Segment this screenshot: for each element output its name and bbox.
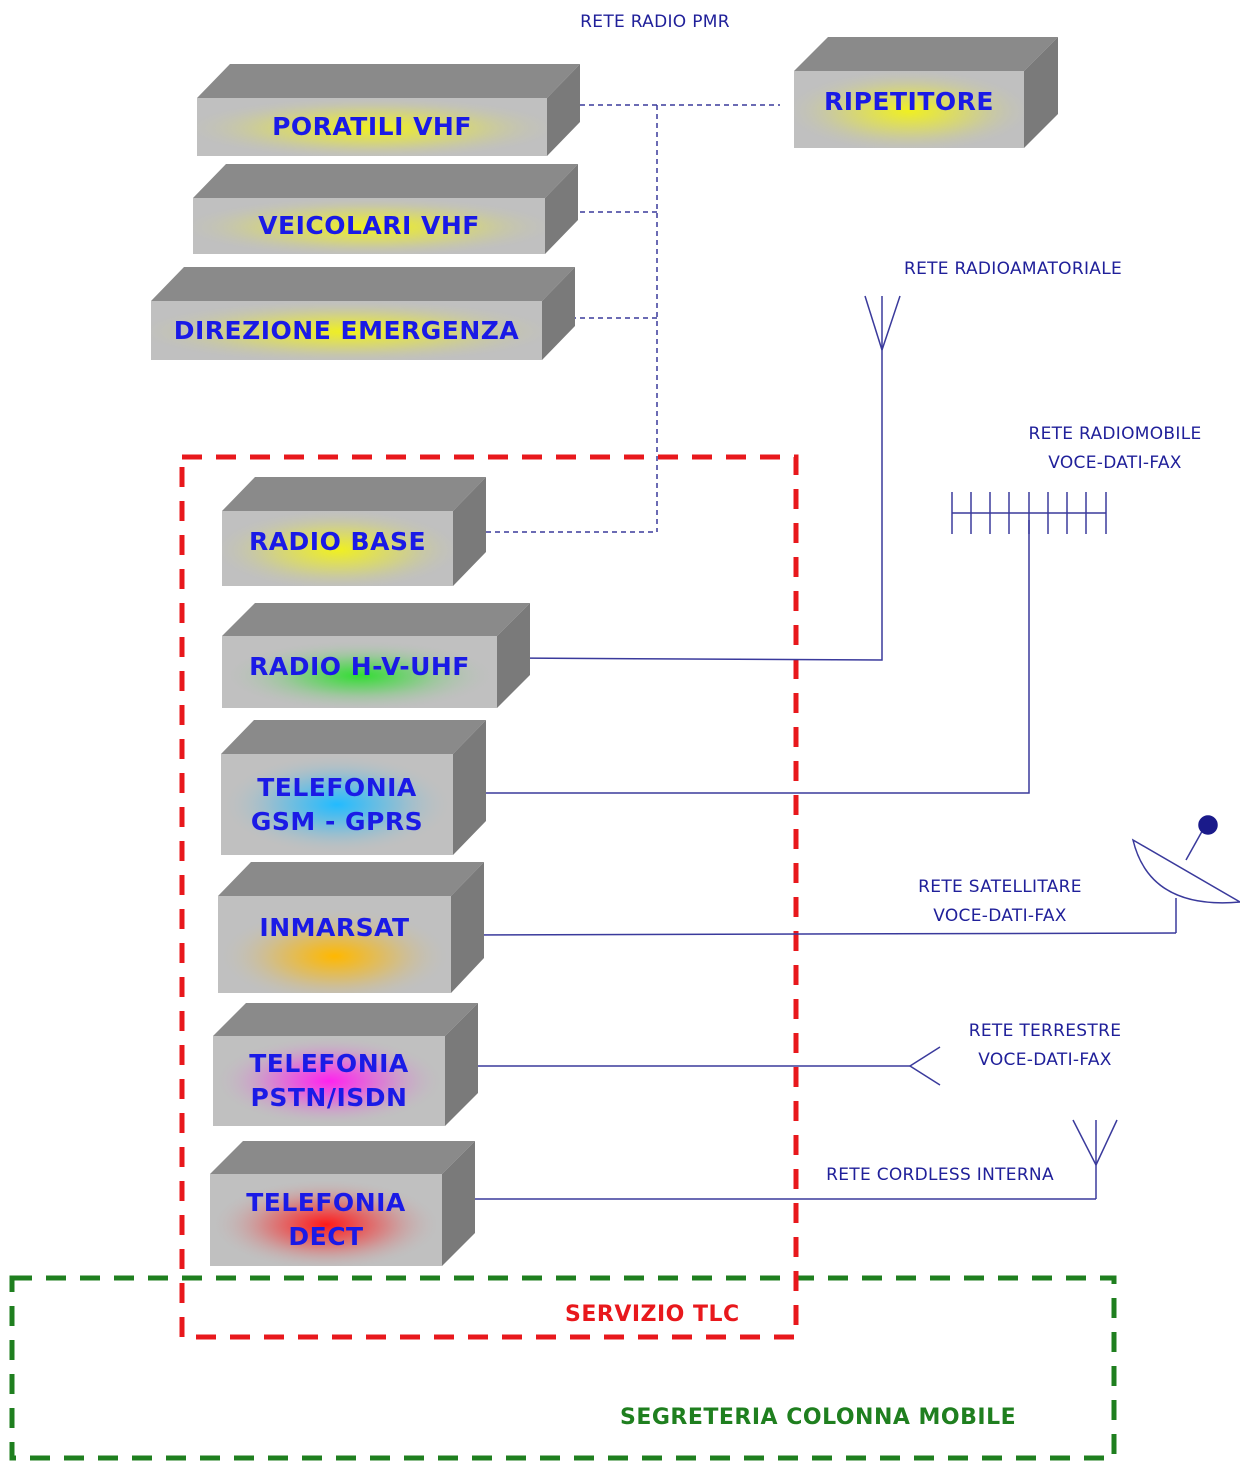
label-line: TELEFONIA [246, 1188, 406, 1217]
label-rete-satellitare: RETE SATELLITARE VOCE-DATI-FAX [860, 873, 1140, 931]
label-line: GSM - GPRS [250, 806, 424, 836]
label-line: VEICOLARI VHF [258, 211, 480, 240]
label-line: RIPETITORE [824, 87, 994, 116]
net-label-line: RETE SATELLITARE [918, 877, 1082, 897]
net-label-line: RETE RADIOMOBILE [1028, 424, 1202, 444]
label-telefonia-pstn: TELEFONIA PSTN/ISDN [213, 1036, 445, 1126]
net-label-line: VOCE-DATI-FAX [933, 906, 1067, 926]
label-rete-terrestre: RETE TERRESTRE VOCE-DATI-FAX [925, 1017, 1165, 1075]
box-radio-hvuhf [222, 603, 530, 708]
label-line: RADIO BASE [248, 527, 427, 556]
box-telefonia-gsm [221, 720, 486, 855]
net-label-line: VOCE-DATI-FAX [978, 1050, 1112, 1070]
network-links [456, 350, 1177, 1200]
label-line: PSTN/ISDN [250, 1083, 408, 1112]
label-line: TELEFONIA [249, 1049, 409, 1078]
cordless-antenna-icon [1072, 1119, 1118, 1199]
label-servizio-tlc: SERVIZIO TLC [565, 1302, 740, 1327]
label-rete-cordless-interna: RETE CORDLESS INTERNA [780, 1161, 1100, 1190]
label-line: DECT [288, 1222, 364, 1251]
box-veicolari-vhf [193, 164, 578, 254]
yagi-antenna-icon [951, 492, 1107, 534]
label-line: RADIO H-V-UHF [249, 652, 470, 681]
net-label-line: RETE TERRESTRE [968, 1021, 1122, 1041]
label-telefonia-gsm: TELEFONIA GSM - GPRS [221, 754, 453, 855]
box-telefonia-dect [210, 1141, 475, 1266]
box-poratili-vhf [197, 64, 580, 156]
segreteria-zone-border [9, 1275, 1117, 1461]
label-ripetitore: RIPETITORE [794, 71, 1024, 133]
terrestre-connector-icon [908, 1046, 941, 1086]
box-telefonia-pstn [213, 1003, 478, 1126]
label-radio-hvuhf: RADIO H-V-UHF [222, 636, 497, 698]
box-direzione-emergenza [151, 267, 575, 360]
label-rete-radiomobile: RETE RADIOMOBILE VOCE-DATI-FAX [990, 420, 1240, 478]
satellite-dish-icon [1131, 815, 1240, 933]
label-line: PORATILI VHF [272, 112, 472, 141]
label-veicolari-vhf: VEICOLARI VHF [193, 198, 545, 254]
label-inmarsat: INMARSAT [218, 896, 451, 960]
pmr-dashed-links [486, 104, 780, 533]
box-ripetitore [794, 37, 1058, 148]
net-label-line: VOCE-DATI-FAX [1048, 453, 1182, 473]
label-poratili-vhf: PORATILI VHF [197, 98, 547, 156]
label-segreteria-colonna-mobile: SEGRETERIA COLONNA MOBILE [620, 1405, 1017, 1430]
label-rete-radio-pmr: RETE RADIO PMR [530, 8, 780, 37]
servizio-tlc-zone-border [179, 454, 799, 1340]
box-inmarsat [218, 862, 484, 993]
label-line: DIREZIONE EMERGENZA [173, 315, 520, 345]
label-telefonia-dect: TELEFONIA DECT [210, 1174, 442, 1266]
net-label-line: RETE CORDLESS INTERNA [826, 1165, 1054, 1185]
label-direzione-emergenza: DIREZIONE EMERGENZA [151, 301, 542, 360]
net-label-line: RETE RADIO PMR [580, 12, 730, 32]
label-line: TELEFONIA [257, 772, 417, 802]
box-radio-base [222, 477, 486, 586]
net-label-line: RETE RADIOAMATORIALE [903, 259, 1123, 279]
label-line: INMARSAT [259, 913, 410, 942]
label-rete-radioamatoriale: RETE RADIOAMATORIALE [858, 255, 1168, 284]
label-radio-base: RADIO BASE [222, 511, 453, 573]
radioamatoriale-antenna-icon [864, 295, 901, 351]
